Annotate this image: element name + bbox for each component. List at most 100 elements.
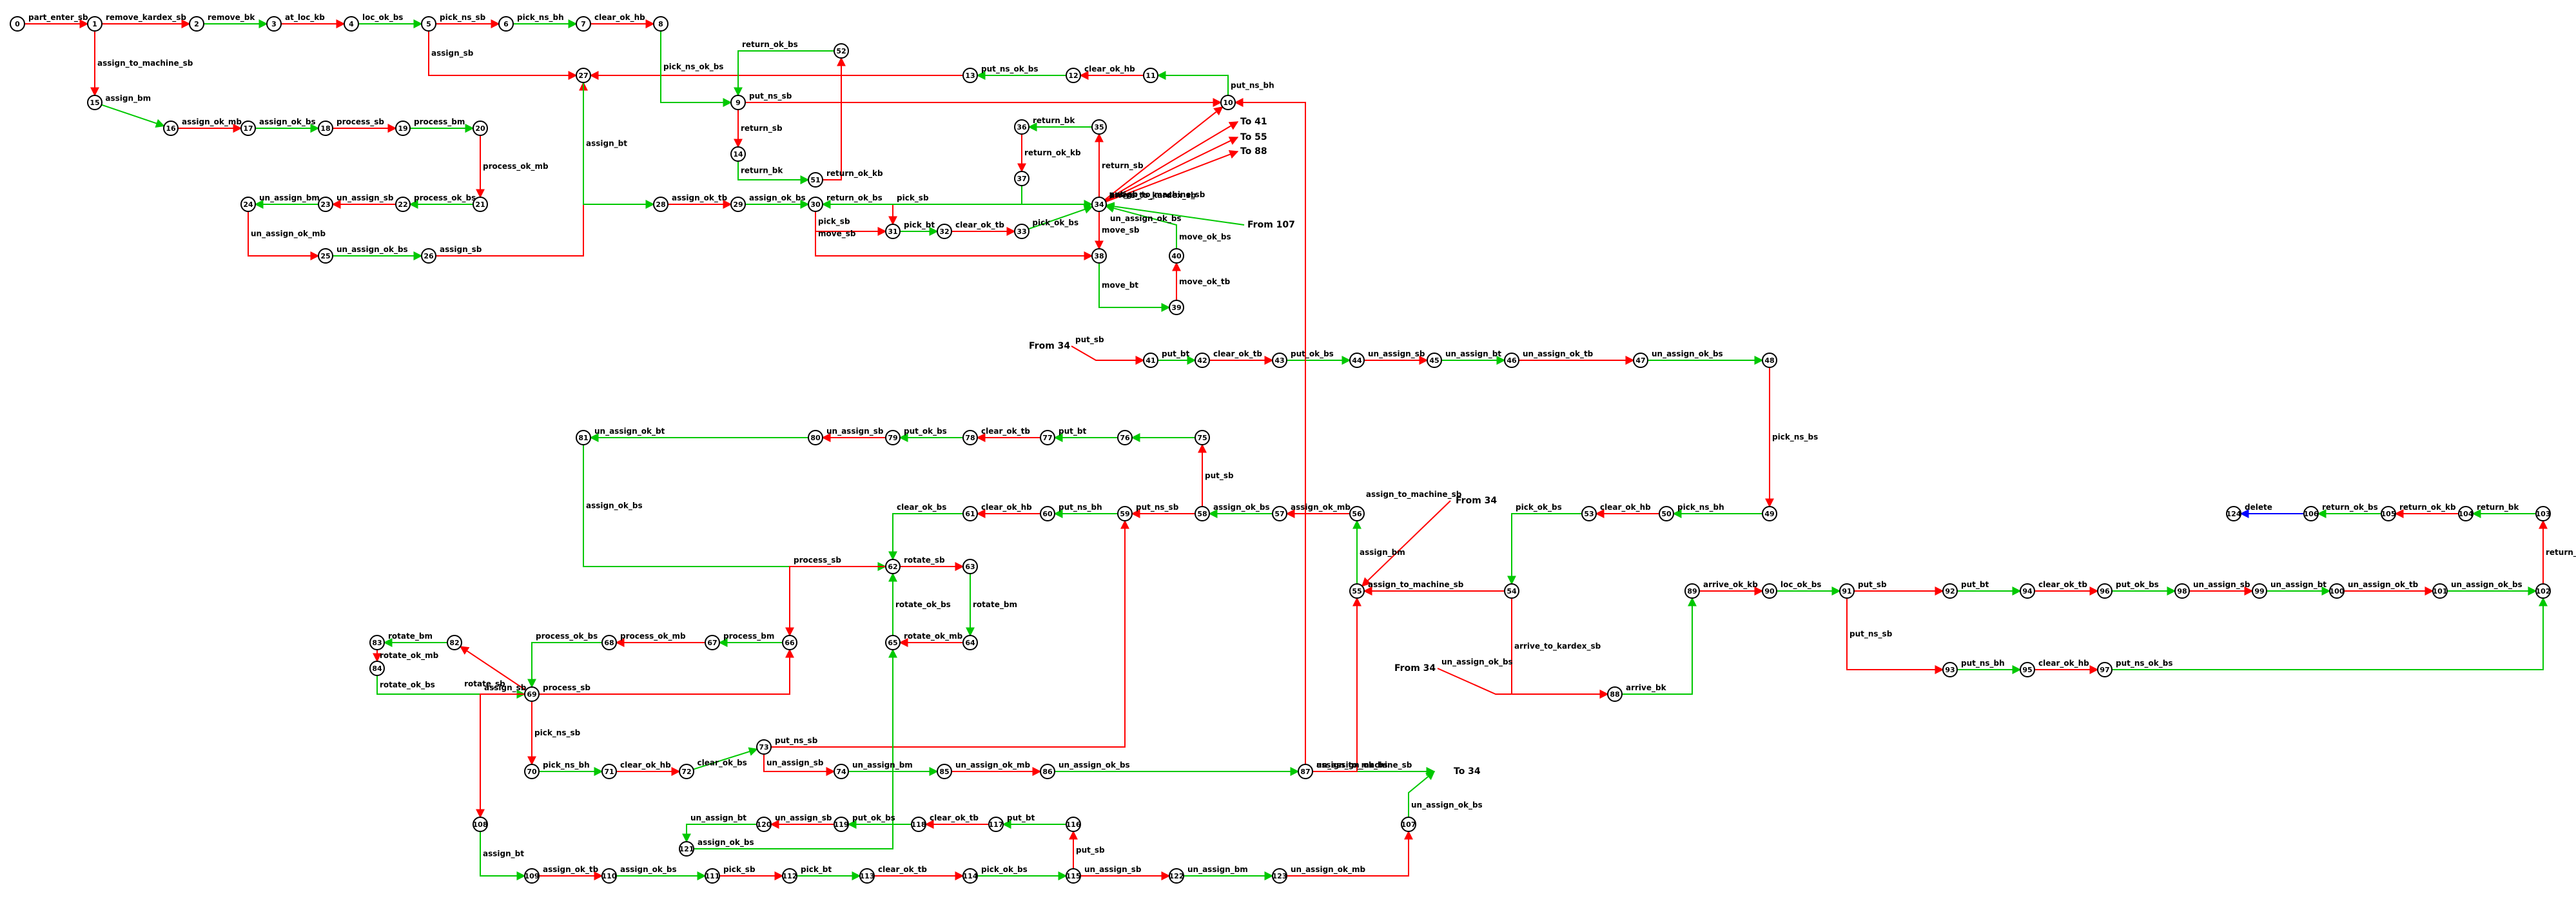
edge-label: clear_ok_tb bbox=[2038, 580, 2087, 590]
state-node: 36 bbox=[1014, 119, 1029, 135]
state-node-circle bbox=[834, 43, 849, 59]
state-node-circle bbox=[421, 16, 436, 32]
state-node-label: 16 bbox=[166, 124, 176, 133]
edge-label: arrive_to_kardex_sb bbox=[1109, 191, 1196, 200]
edge-label: put_ns_sb bbox=[1849, 630, 1893, 639]
state-node-circle bbox=[1762, 353, 1777, 368]
edge-label: delete bbox=[2245, 503, 2272, 512]
edge-label: pick_ok_bs bbox=[981, 865, 1028, 875]
state-node-circle bbox=[1427, 353, 1442, 368]
state-node: 2 bbox=[189, 16, 204, 32]
state-node-label: 42 bbox=[1197, 356, 1207, 365]
state-node-label: 11 bbox=[1146, 72, 1155, 80]
state-node-circle bbox=[1401, 817, 1416, 832]
state-node-label: 104 bbox=[2459, 510, 2474, 518]
state-node: 45 bbox=[1427, 353, 1442, 368]
state-node-circle bbox=[2432, 583, 2448, 599]
state-node: 74 bbox=[834, 764, 849, 779]
state-node-label: 2 bbox=[194, 20, 199, 28]
edge-62-66 bbox=[785, 566, 886, 637]
state-node: 78 bbox=[962, 430, 978, 445]
state-node: 84 bbox=[369, 661, 385, 676]
edge-label: un_assign_sb bbox=[766, 759, 824, 768]
edge-label: un_assign_ok_bt bbox=[594, 427, 665, 436]
state-node-circle bbox=[962, 430, 978, 445]
external-ref-to41: To 41 bbox=[1240, 117, 1267, 127]
edge-label: un_assign_bm bbox=[852, 761, 913, 770]
edge-label: put_sb bbox=[1075, 335, 1104, 345]
state-node: 102 bbox=[2535, 583, 2551, 599]
edge-label: clear_ok_tb bbox=[930, 813, 979, 823]
state-node-label: 67 bbox=[707, 639, 717, 647]
state-node: 18 bbox=[318, 121, 333, 136]
edge-label: un_assign_ok_bs bbox=[1441, 657, 1513, 667]
edge-label: assign_bm bbox=[105, 94, 151, 104]
state-node-circle bbox=[240, 121, 256, 136]
state-node-label: 89 bbox=[1687, 587, 1697, 596]
edge-label: clear_ok_hb bbox=[1600, 503, 1651, 512]
state-node-label: 94 bbox=[2022, 587, 2033, 596]
state-node-label: 65 bbox=[888, 639, 897, 647]
edge-label: put_ok_bs bbox=[852, 813, 895, 823]
edge-label: return_sb bbox=[2546, 548, 2576, 557]
edge-label: put_ok_bs bbox=[904, 427, 947, 436]
edge-label: put_ns_sb bbox=[1136, 503, 1179, 512]
edge-label: rotate_bm bbox=[388, 632, 433, 641]
state-node-circle bbox=[1040, 430, 1055, 445]
state-node-label: 63 bbox=[965, 563, 975, 571]
state-node: 47 bbox=[1633, 353, 1648, 368]
state-node-circle bbox=[163, 121, 179, 136]
state-node-circle bbox=[937, 764, 952, 779]
state-node: 7 bbox=[576, 16, 591, 32]
state-node-circle bbox=[2097, 662, 2113, 677]
edge-label: return_ok_bs bbox=[2322, 503, 2378, 512]
state-node-circle bbox=[447, 635, 462, 650]
state-node-label: 114 bbox=[963, 872, 978, 880]
state-node: 57 bbox=[1272, 506, 1287, 521]
edge-label: clear_ok_bs bbox=[897, 503, 946, 512]
state-node-label: 14 bbox=[733, 150, 743, 159]
edge-label: pick_sb bbox=[897, 193, 929, 203]
edge-label: assign_ok_mb bbox=[182, 117, 242, 127]
edge-37-34 bbox=[1021, 186, 1093, 209]
edge-label: un_assign_bt bbox=[2270, 580, 2327, 590]
state-node-circle bbox=[576, 68, 591, 83]
state-node-label: 115 bbox=[1066, 872, 1081, 880]
edge-84-69 bbox=[376, 675, 526, 699]
state-node-circle bbox=[344, 16, 359, 32]
state-node: 75 bbox=[1195, 430, 1210, 445]
state-node-circle bbox=[730, 95, 746, 110]
edge-87-55 bbox=[1312, 597, 1361, 772]
edge-label: pick_ns_sb bbox=[440, 13, 486, 23]
state-node-label: 3 bbox=[271, 20, 277, 28]
state-node-circle bbox=[318, 121, 333, 136]
state-node: 70 bbox=[524, 764, 540, 779]
state-node-circle bbox=[2329, 583, 2345, 599]
edge-label: put_ns_ok_bs bbox=[2116, 659, 2173, 668]
state-node-label: 38 bbox=[1094, 252, 1104, 260]
edge-label: clear_ok_hb bbox=[594, 13, 645, 23]
edge-label: put_ns_bh bbox=[1231, 81, 1274, 91]
state-node: 109 bbox=[524, 868, 540, 884]
state-node: 51 bbox=[808, 172, 823, 188]
edge-label: clear_ok_tb bbox=[981, 427, 1030, 436]
edge-label: clear_ok_hb bbox=[1084, 64, 1135, 74]
state-node: 23 bbox=[318, 197, 333, 212]
state-node: 62 bbox=[885, 559, 901, 574]
edge-label: put_ok_bs bbox=[1291, 349, 1334, 359]
state-node: 61 bbox=[962, 506, 978, 521]
edge-label: put_bt bbox=[1059, 427, 1086, 436]
state-node-circle bbox=[189, 16, 204, 32]
edge-label: part_enter_sb bbox=[28, 13, 88, 23]
edge-label: loc_ok_bs bbox=[1781, 580, 1821, 590]
edge-30-38 bbox=[815, 211, 1093, 260]
state-node: 41 bbox=[1143, 353, 1158, 368]
state-node-circle bbox=[1117, 506, 1133, 521]
state-node: 81 bbox=[576, 430, 591, 445]
state-node-label: 78 bbox=[965, 434, 975, 442]
edge-label: process_ok_bs bbox=[536, 632, 598, 641]
edge-f34a-41 bbox=[1071, 345, 1145, 365]
edge-14-51 bbox=[737, 161, 810, 184]
state-node-label: 87 bbox=[1300, 768, 1310, 776]
edge-label: process_sb bbox=[543, 683, 590, 693]
